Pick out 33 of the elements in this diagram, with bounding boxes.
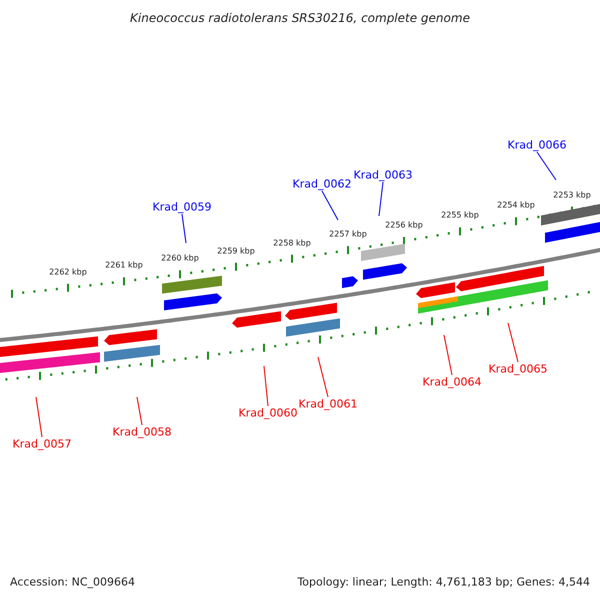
diagram-title: Kineococcus radiotolerans SRS30216, complete genome [130,11,470,25]
gene-label: Krad_0066 [508,138,566,152]
gene-label: Krad_0060 [238,406,298,420]
leader-line [264,366,268,406]
gene-label: Krad_0062 [292,178,352,190]
leader-line [136,396,142,426]
scale-label: 2256 kbp [385,220,423,230]
gene-label: Krad_0059 [152,200,212,214]
gene-label: Krad_0065 [488,362,548,376]
gene-label: Krad_0057 [12,438,72,450]
gene-label: Krad_0061 [298,398,358,410]
leader-line [318,356,328,398]
footer-text: Accession: NC_009664 [10,576,136,588]
gene-label: Krad_0063 [354,168,412,182]
leader-line [508,322,518,362]
leader-line [36,396,42,438]
scale-label: 2258 kbp [273,238,311,248]
leader-line [444,334,452,376]
scale-label: 2255 kbp [441,210,479,220]
leader-line [322,190,338,220]
gene-label: Krad_0058 [112,426,172,438]
scale-label: 2259 kbp [217,246,255,256]
scale-label: 2253 kbp [553,190,591,200]
scale-label: 2257 kbp [329,230,367,239]
leader-line [536,152,556,180]
scale-label: 2261 kbp [105,260,143,270]
footer-text: Topology: linear; Length: 4,761,183 bp; Genes: 4,544 [297,576,590,588]
scale-label: 2254 kbp [497,200,535,210]
scale-label: 2262 kbp [49,267,87,276]
scale-label: 2260 kbp [161,254,199,263]
leader-line [182,214,186,244]
leader-line [378,182,384,216]
gene-label: Krad_0064 [422,376,482,388]
